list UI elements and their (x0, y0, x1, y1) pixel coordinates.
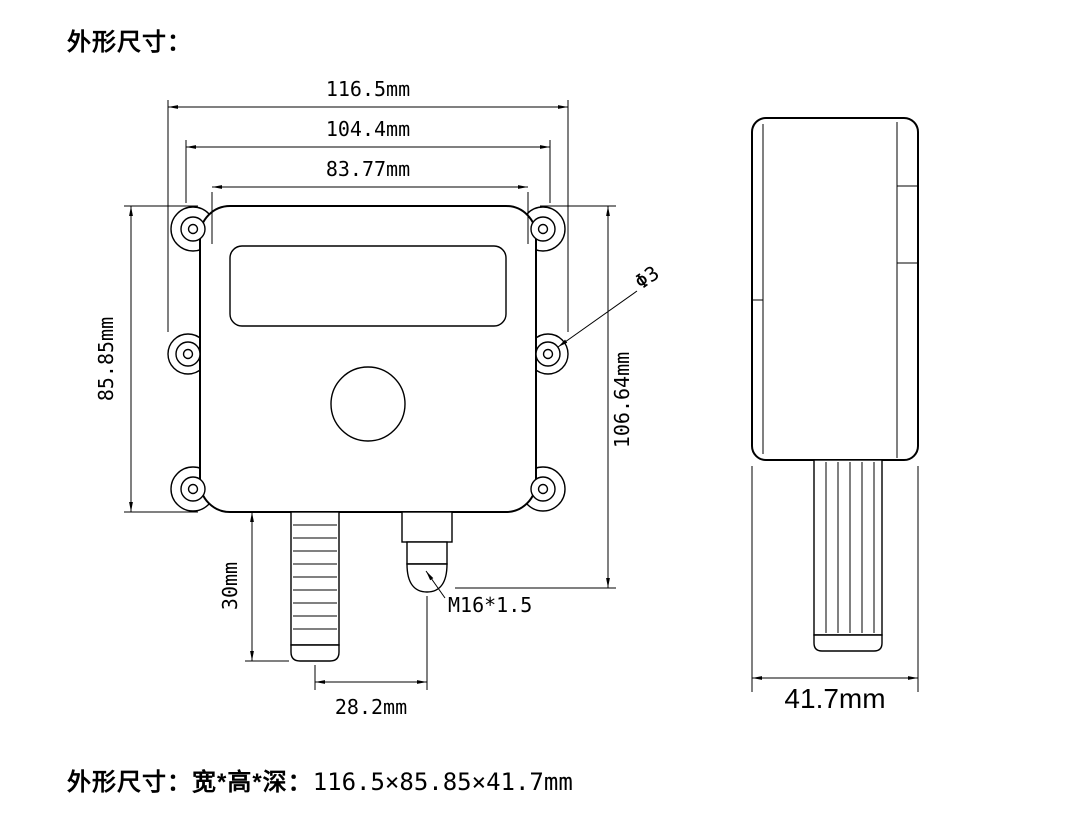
probe-body (290, 511, 340, 646)
side-body (751, 117, 919, 461)
dim-width-mid: 104.4mm (185, 117, 551, 203)
dimension-label: 104.4mm (326, 117, 410, 141)
screw-hole-inner (537, 483, 549, 495)
sensor-probe-side (813, 459, 883, 652)
dim-height-left: 85.85mm (94, 205, 198, 513)
dim-probe-length: 30mm (218, 511, 289, 662)
screw-hole-inner (187, 223, 199, 235)
screw-hole-inner (182, 348, 194, 360)
display-window (229, 245, 507, 327)
footer-label: 外形尺寸：宽*高*深： (67, 769, 313, 796)
hole-diameter-label: Φ3 (630, 261, 664, 294)
callout-gland-thread: M16*1.5 (425, 570, 532, 617)
dimension-label: 30mm (218, 562, 242, 610)
screw-hole-inner (187, 483, 199, 495)
dim-depth: 41.7mm (751, 466, 919, 714)
dimension-label: 28.2mm (335, 695, 407, 719)
dim-width-inner: 83.77mm (211, 157, 529, 244)
dim-height-right: 106.64mm (455, 205, 634, 589)
dim-width-outer: 116.5mm (167, 77, 569, 332)
footer-value: 116.5×85.85×41.7mm (312, 768, 573, 796)
gland-body (406, 541, 448, 565)
footer-dimensions: 外形尺寸：宽*高*深：116.5×85.85×41.7mm (67, 762, 573, 797)
gland-nut (401, 511, 453, 543)
probe-cap (290, 644, 340, 662)
screw-hole-inner (537, 223, 549, 235)
gland-thread-label: M16*1.5 (448, 593, 532, 617)
screw-holes (175, 216, 561, 502)
probe-ribs (825, 462, 875, 633)
probe-body (813, 459, 883, 636)
dimension-label: 41.7mm (784, 683, 885, 714)
side-view: 41.7mm (751, 117, 919, 714)
dimension-label: 106.64mm (610, 352, 634, 448)
cable-gland (401, 511, 453, 593)
gland-dome (406, 563, 448, 593)
callout-hole-diameter: Φ3 (557, 261, 664, 348)
sensor-probe-front (290, 511, 340, 662)
dimension-label: 83.77mm (326, 157, 410, 181)
dim-probe-spacing: 28.2mm (314, 596, 428, 719)
dimension-label: 85.85mm (94, 317, 118, 401)
drawing-title: 外形尺寸： (67, 29, 192, 56)
sensor-button (330, 366, 406, 442)
screw-hole-inner (542, 348, 554, 360)
probe-cap (813, 634, 883, 652)
leader-line (557, 290, 638, 348)
probe-ribs (293, 524, 337, 630)
dimension-label: 116.5mm (326, 77, 410, 101)
leader-line (425, 570, 446, 599)
front-view (167, 205, 569, 662)
